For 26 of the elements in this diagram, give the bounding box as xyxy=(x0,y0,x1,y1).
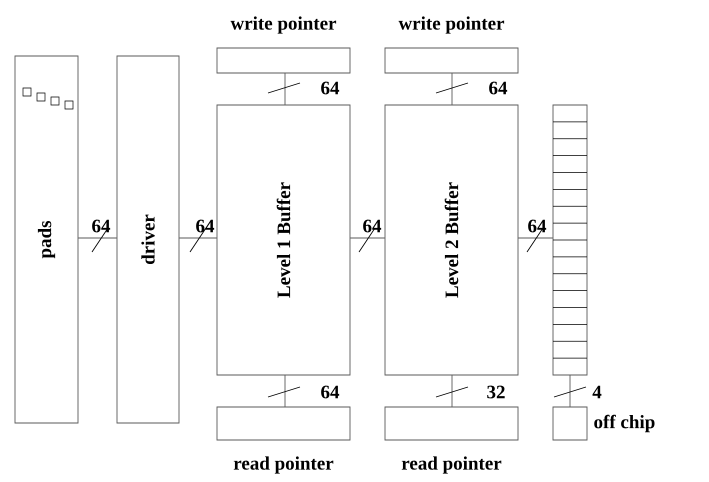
bus-width-label: 32 xyxy=(487,386,505,398)
node-label: read pointer xyxy=(234,456,334,474)
driver-block: driver xyxy=(116,56,180,424)
output-box xyxy=(552,406,588,440)
buffer-block: Level 2 Buffer xyxy=(384,104,518,376)
bus-line xyxy=(284,375,286,407)
pointer-box: write pointer xyxy=(384,16,518,74)
node-label: write pointer xyxy=(398,16,504,34)
pointer-box: write pointer xyxy=(216,16,350,74)
buffer-block: Level 1 Buffer xyxy=(216,104,350,376)
bus-width-label: 64 xyxy=(92,220,110,232)
side-label: off chip xyxy=(594,414,655,432)
bus-width-label: 4 xyxy=(592,386,602,398)
bus-width-label: 64 xyxy=(321,386,340,398)
node-label: write pointer xyxy=(230,16,336,34)
bus-width-label: 64 xyxy=(363,220,382,232)
pointer-box: read pointer xyxy=(216,406,350,474)
bus-line xyxy=(284,73,286,105)
bus-width-label: 64 xyxy=(321,82,340,94)
bus-width-label: 64 xyxy=(489,82,508,94)
pads-block: pads xyxy=(14,56,78,424)
pointer-box: read pointer xyxy=(384,406,518,474)
bus-width-label: 64 xyxy=(528,220,546,232)
register-stack xyxy=(552,104,588,376)
node-label: read pointer xyxy=(402,456,502,474)
bus-width-label: 64 xyxy=(196,220,214,232)
